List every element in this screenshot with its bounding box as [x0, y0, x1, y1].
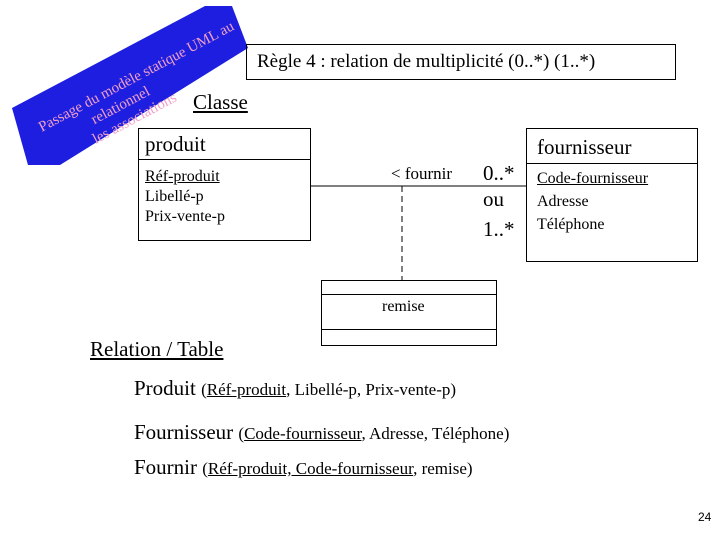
class-box-produit: produit Réf-produit Libellé-p Prix-vente…	[138, 128, 311, 241]
attribute-remise: remise	[382, 298, 425, 315]
classe-title: Classe	[193, 90, 248, 114]
rule-title-box: Règle 4 : relation de multiplicité (0..*…	[246, 44, 676, 80]
banner-shape	[12, 6, 248, 165]
relation-produit: Produit (Réf-produit, Libellé-p, Prix-ve…	[134, 376, 456, 401]
multiplicity-or: ou	[483, 187, 504, 211]
primary-key: Code-fournisseur	[244, 424, 362, 443]
class-box-fournisseur: fournisseur Code-fournisseur Adresse Tél…	[526, 128, 698, 262]
banner-graphic: Passage du modèle statique UML au relati…	[12, 6, 248, 165]
association-class-remise: remise	[321, 280, 497, 346]
primary-key: Réf-produit	[206, 380, 287, 399]
association-lines	[311, 185, 526, 280]
attribute-ref-produit: Réf-produit	[145, 168, 220, 185]
attribute-libelle-p: Libellé-p	[145, 188, 204, 205]
relation-name: Produit	[134, 376, 196, 400]
class-divider	[527, 163, 697, 164]
multiplicity-bottom: 1..*	[483, 217, 515, 241]
relation-attributes: (Code-fournisseur, Adresse, Téléphone)	[238, 424, 510, 443]
class-name-produit: produit	[145, 132, 206, 156]
attribute-code-fournisseur: Code-fournisseur	[537, 170, 649, 187]
relation-attributes: (Réf-produit, Libellé-p, Prix-vente-p)	[201, 380, 457, 399]
class-name-fournisseur: fournisseur	[537, 135, 632, 159]
relation-name: Fournisseur	[134, 420, 234, 444]
multiplicity-top: 0..*	[483, 161, 515, 185]
relation-attributes: (Réf-produit, Code-fournisseur, remise)	[202, 459, 473, 478]
class-divider	[322, 294, 496, 295]
attribute-prix-vente-p: Prix-vente-p	[145, 208, 225, 225]
primary-key: Réf-produit, Code-fournisseur	[207, 459, 414, 478]
class-divider	[139, 159, 310, 160]
rule-title: Règle 4 : relation de multiplicité (0..*…	[257, 51, 596, 72]
relation-section-title: Relation / Table	[90, 337, 224, 361]
relation-name: Fournir	[134, 455, 197, 479]
relation-fournisseur: Fournisseur (Code-fournisseur, Adresse, …	[134, 420, 509, 445]
page-number: 24	[698, 510, 712, 524]
association-label: < fournir	[391, 164, 453, 183]
attribute-adresse: Adresse	[537, 193, 589, 210]
relation-fournir: Fournir (Réf-produit, Code-fournisseur, …	[134, 455, 473, 480]
attribute-telephone: Téléphone	[537, 216, 605, 233]
class-divider	[322, 329, 496, 330]
